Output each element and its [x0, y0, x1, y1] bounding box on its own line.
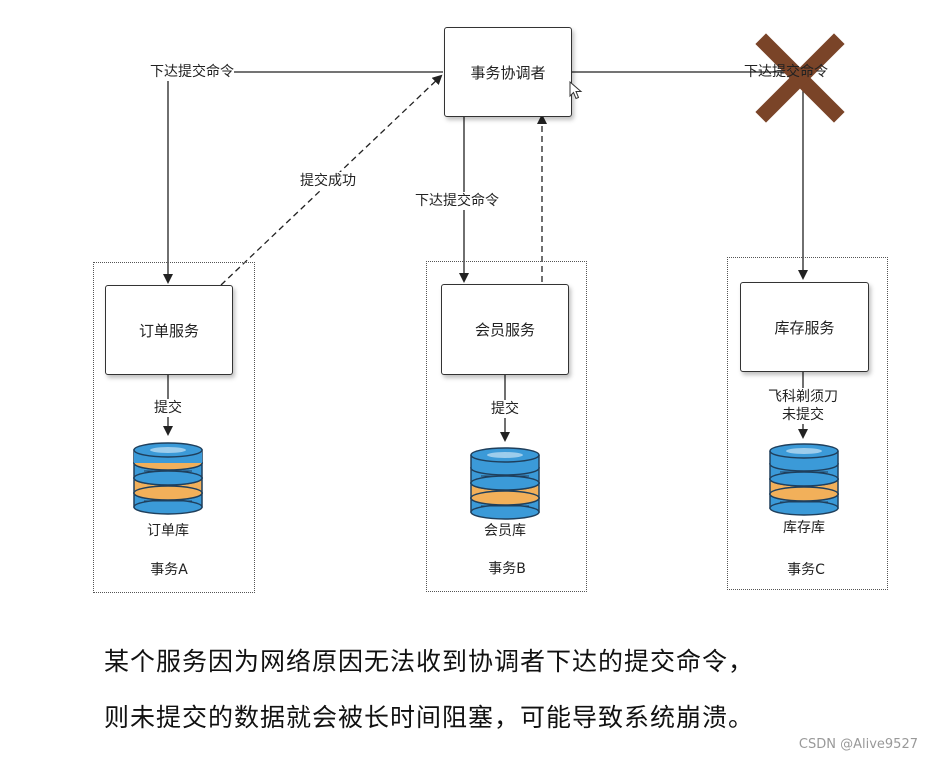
caption-line-2: 则未提交的数据就会被长时间阻塞，可能导致系统崩溃。	[104, 703, 755, 732]
database-icon	[133, 442, 203, 515]
transaction-group-c	[727, 257, 888, 590]
watermark: CSDN @Alive9527	[798, 737, 918, 752]
database-icon	[769, 443, 839, 516]
member-service-box: 会员服务	[441, 284, 569, 375]
database-icon	[470, 447, 540, 520]
commit-label-c-line2: 未提交	[782, 406, 824, 424]
command-label-c: 下达提交命令	[744, 64, 828, 80]
caption-line-1: 某个服务因为网络原因无法收到协调者下达的提交命令，	[104, 647, 755, 676]
transaction-label-a: 事务A	[150, 561, 188, 579]
transaction-group-a	[93, 262, 255, 593]
inventory-service-box: 库存服务	[740, 282, 869, 372]
success-label-a: 提交成功	[300, 172, 356, 190]
db-label-a: 订单库	[147, 522, 189, 540]
order-service-box: 订单服务	[105, 285, 233, 375]
order-service-label: 订单服务	[138, 321, 199, 340]
transaction-label-b: 事务B	[488, 560, 526, 578]
mouse-cursor-icon	[569, 81, 583, 100]
cross-mark-icon	[755, 33, 845, 123]
coordinator-label: 事务协调者	[470, 63, 546, 82]
db-label-b: 会员库	[484, 522, 526, 540]
transaction-label-c: 事务C	[787, 561, 825, 579]
commit-label-b: 提交	[491, 400, 519, 418]
transaction-group-b	[426, 261, 587, 592]
commit-label-c-line1: 飞科剃须刀	[768, 388, 838, 406]
commit-label-a: 提交	[154, 399, 182, 417]
inventory-service-label: 库存服务	[774, 318, 835, 337]
coordinator-box: 事务协调者	[444, 27, 572, 117]
member-service-label: 会员服务	[474, 321, 535, 339]
command-label-b: 下达提交命令	[415, 192, 499, 210]
command-label-a: 下达提交命令	[150, 63, 234, 81]
db-label-c: 库存库	[783, 519, 825, 537]
